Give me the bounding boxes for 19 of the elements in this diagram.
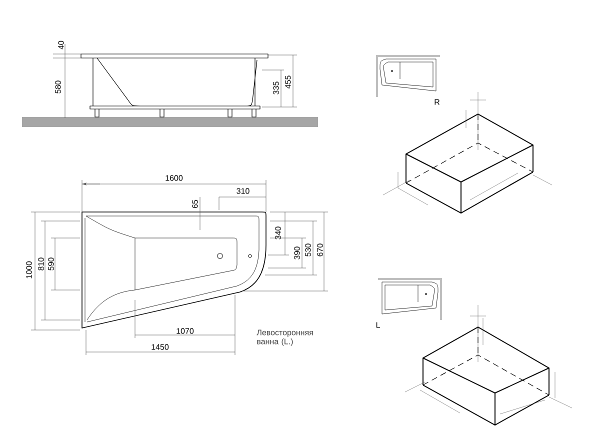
dimension-label: 390 <box>294 246 300 260</box>
dimension-label: 590 <box>48 258 54 270</box>
dimension-label: 1450 <box>152 344 169 350</box>
dimension-label: Левосторонняя ванна (L.) <box>256 330 313 346</box>
dimension-label: L <box>376 322 380 328</box>
dimension-label: 1600 <box>166 175 183 181</box>
dimension-label: 670 <box>317 244 323 256</box>
dimension-label: 530 <box>305 244 311 256</box>
dimension-label: 810 <box>38 258 44 270</box>
dimension-label: 65 <box>192 200 198 208</box>
dimension-label: R <box>434 99 440 105</box>
dimension-label: 455 <box>285 76 291 88</box>
dimension-label: 580 <box>55 80 61 94</box>
dimension-label: 335 <box>273 82 279 94</box>
dimension-label: 1070 <box>176 328 194 334</box>
dimension-label: 1000 <box>26 261 32 278</box>
dimension-label: 340 <box>275 226 281 240</box>
dimension-label: 40 <box>58 40 64 50</box>
dimension-label: 310 <box>236 188 250 194</box>
